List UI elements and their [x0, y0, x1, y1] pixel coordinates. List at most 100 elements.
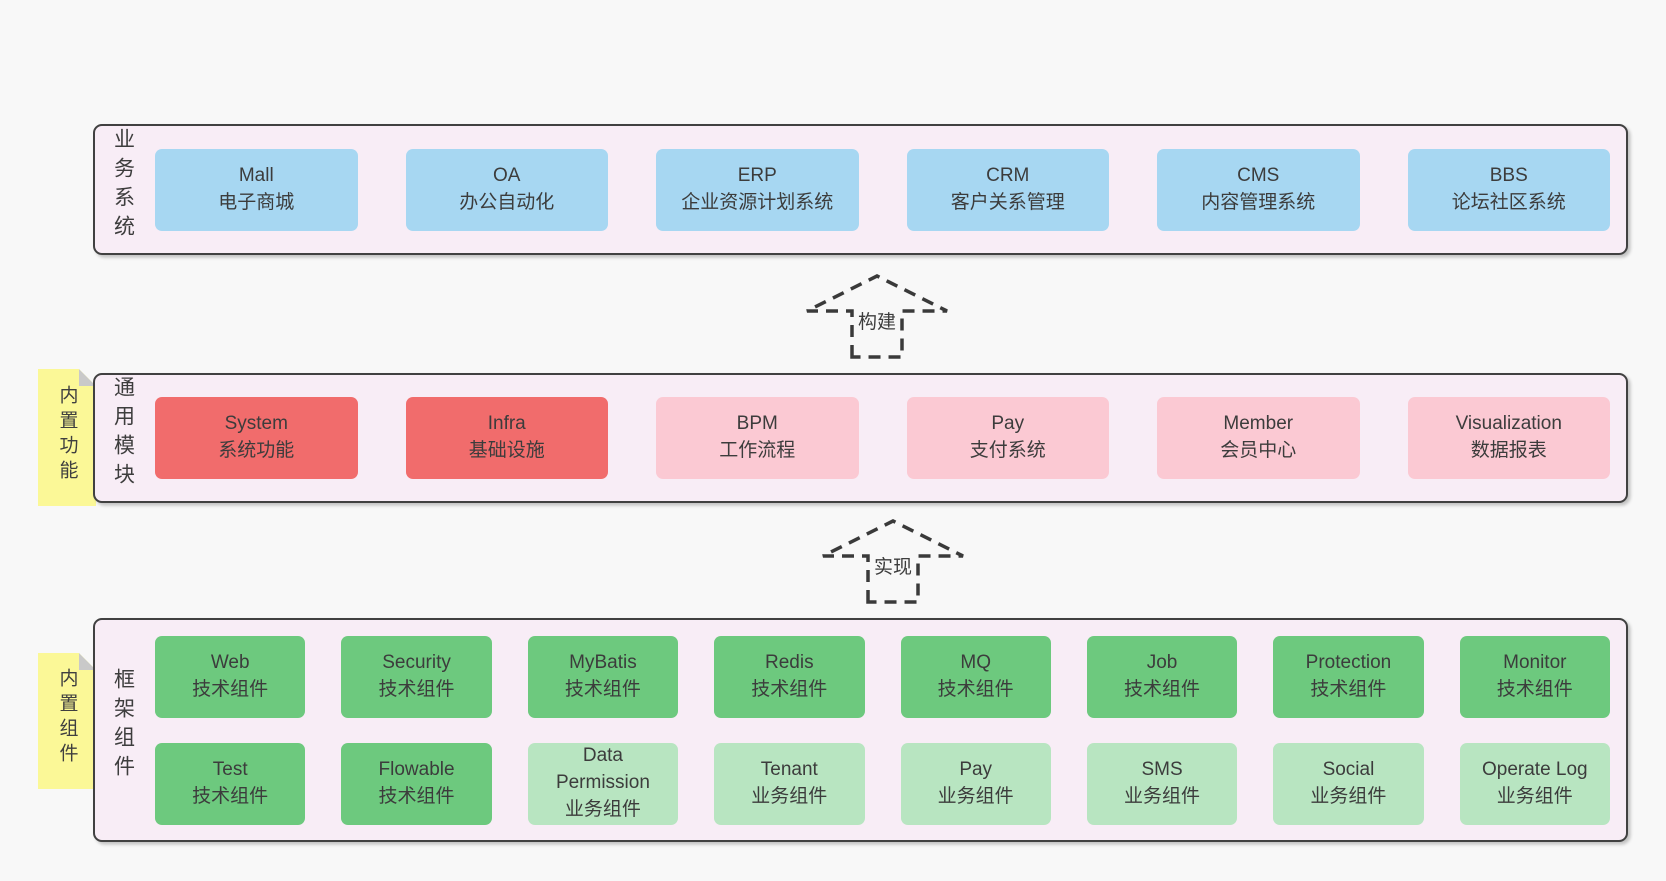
box-zh-label: 技术组件 — [1310, 678, 1387, 700]
dashed-up-arrow-icon — [806, 274, 948, 359]
box-zh-label: 技术组件 — [937, 678, 1014, 700]
box-en-label: CRM — [986, 164, 1030, 186]
box-protection: Protection 技术组件 — [1273, 635, 1424, 718]
box-zh-label: 业务组件 — [564, 798, 641, 820]
box-erp: ERP 企业资源计划系统 — [656, 148, 859, 231]
layer-business-systems: 业务系统 Mall 电子商城 OA 办公自动化 ERP 企业资源计划系统 CRM… — [93, 124, 1628, 255]
box-zh-label: 业务组件 — [751, 785, 828, 807]
box-en-label: SMS — [1141, 758, 1183, 780]
box-en-label: Pay — [959, 758, 993, 780]
layer-label-column: 通用模块 — [95, 375, 151, 501]
box-mybatis: MyBatis 技术组件 — [527, 635, 679, 718]
box-zh-label: 工作流程 — [719, 440, 796, 461]
layer-label-column: 框架组件 — [95, 620, 151, 840]
box-en-label: ERP — [737, 164, 777, 186]
box-en-label: Test — [212, 758, 248, 780]
box-mall: Mall 电子商城 — [155, 148, 358, 231]
box-en-label: Security — [382, 651, 451, 673]
box-visualization: Visualization 数据报表 — [1407, 397, 1610, 479]
layer-framework-components: 框架组件 Web 技术组件 Security 技术组件 MyBatis 技术组件… — [93, 618, 1628, 842]
box-zh-label: 技术组件 — [378, 678, 455, 700]
box-zh-label: 业务组件 — [1496, 785, 1573, 807]
box-sms: SMS 业务组件 — [1086, 742, 1238, 825]
arrow-label: 实现 — [870, 551, 916, 580]
box-crm: CRM 客户关系管理 — [906, 148, 1109, 231]
box-zh-label: 论坛社区系统 — [1451, 191, 1566, 213]
box-en-label: Protection — [1305, 651, 1392, 673]
box-zh-label: 数据报表 — [1470, 440, 1547, 461]
box-member: Member 会员中心 — [1157, 397, 1360, 479]
box-data-permission: Data Permission 业务组件 — [527, 742, 679, 825]
box-oa: OA 办公自动化 — [405, 148, 608, 231]
box-en-label: Job — [1146, 651, 1178, 673]
box-job: Job 技术组件 — [1086, 635, 1238, 718]
box-social: Social 业务组件 — [1273, 742, 1424, 825]
box-en-label: Tenant — [760, 758, 818, 780]
box-en-label: Infra — [487, 413, 526, 435]
box-en-label: Redis — [765, 651, 814, 673]
box-pay: Pay 支付系统 — [906, 397, 1109, 479]
module-boxes-row: System 系统功能 Infra 基础设施 BPM 工作流程 Pay 支付系统… — [151, 375, 1626, 501]
box-zh-label: 支付系统 — [969, 440, 1046, 461]
box-web: Web 技术组件 — [155, 635, 306, 718]
box-zh-label: 技术组件 — [564, 678, 641, 700]
arrow-label: 构建 — [854, 306, 900, 335]
box-zh-label: 办公自动化 — [459, 191, 555, 213]
box-zh-label: 技术组件 — [751, 678, 828, 700]
layer-common-modules: 通用模块 System 系统功能 Infra 基础设施 BPM 工作流程 Pay… — [93, 373, 1628, 503]
box-zh-label: 业务组件 — [937, 785, 1014, 807]
box-system: System 系统功能 — [155, 397, 358, 479]
box-en-label: Monitor — [1503, 651, 1567, 673]
dashed-up-arrow-icon — [822, 519, 964, 604]
box-operate-log: Operate Log 业务组件 — [1459, 742, 1610, 825]
box-en-label: CMS — [1237, 164, 1280, 186]
sticky-note-built-in-components: 内置组件 — [38, 653, 96, 789]
layer-label: 通用模块 — [111, 376, 135, 492]
layer-label-column: 业务系统 — [95, 126, 151, 253]
box-zh-label: 系统功能 — [218, 440, 295, 461]
box-monitor: Monitor 技术组件 — [1459, 635, 1610, 718]
box-en-label: Operate Log — [1481, 758, 1588, 780]
box-cms: CMS 内容管理系统 — [1157, 148, 1360, 231]
box-pay-biz: Pay 业务组件 — [900, 742, 1051, 825]
box-zh-label: 技术组件 — [192, 678, 269, 700]
box-zh-label: 企业资源计划系统 — [681, 191, 834, 213]
box-tenant: Tenant 业务组件 — [714, 742, 865, 825]
box-en-label: Data Permission — [555, 745, 650, 794]
box-en-label: Visualization — [1455, 413, 1562, 435]
sticky-note-built-in-features: 内置功能 — [38, 369, 96, 506]
arrow-build: 构建 — [804, 273, 950, 359]
box-bbs: BBS 论坛社区系统 — [1407, 148, 1610, 231]
box-en-label: Social — [1322, 758, 1375, 780]
box-zh-label: 内容管理系统 — [1201, 191, 1316, 213]
box-test: Test 技术组件 — [155, 742, 306, 825]
box-zh-label: 基础设施 — [468, 440, 545, 461]
box-bpm: BPM 工作流程 — [656, 397, 859, 479]
box-en-label: MyBatis — [569, 651, 637, 673]
box-en-label: MQ — [960, 651, 991, 673]
sticky-note-label: 内置功能 — [56, 384, 78, 485]
box-en-label: Mall — [238, 164, 274, 186]
box-mq: MQ 技术组件 — [900, 635, 1051, 718]
box-en-label: Member — [1223, 413, 1294, 435]
box-en-label: System — [224, 413, 288, 435]
box-zh-label: 客户关系管理 — [950, 191, 1065, 213]
box-en-label: Pay — [991, 413, 1025, 435]
box-zh-label: 业务组件 — [1310, 785, 1387, 807]
box-zh-label: 技术组件 — [1124, 678, 1201, 700]
component-row-2: Test 技术组件 Flowable 技术组件 Data Permission … — [155, 742, 1610, 825]
arrow-implement: 实现 — [820, 518, 966, 604]
box-zh-label: 技术组件 — [378, 785, 455, 807]
component-boxes-grid: Web 技术组件 Security 技术组件 MyBatis 技术组件 Redi… — [151, 620, 1626, 840]
layer-label: 业务系统 — [111, 127, 135, 244]
box-en-label: OA — [493, 164, 521, 186]
box-zh-label: 会员中心 — [1220, 440, 1297, 461]
box-zh-label: 业务组件 — [1124, 785, 1201, 807]
box-infra: Infra 基础设施 — [405, 397, 608, 479]
business-boxes-row: Mall 电子商城 OA 办公自动化 ERP 企业资源计划系统 CRM 客户关系… — [151, 126, 1626, 253]
box-zh-label: 技术组件 — [192, 785, 269, 807]
box-en-label: BPM — [736, 413, 778, 435]
box-zh-label: 电子商城 — [218, 191, 295, 213]
box-flowable: Flowable 技术组件 — [341, 742, 492, 825]
